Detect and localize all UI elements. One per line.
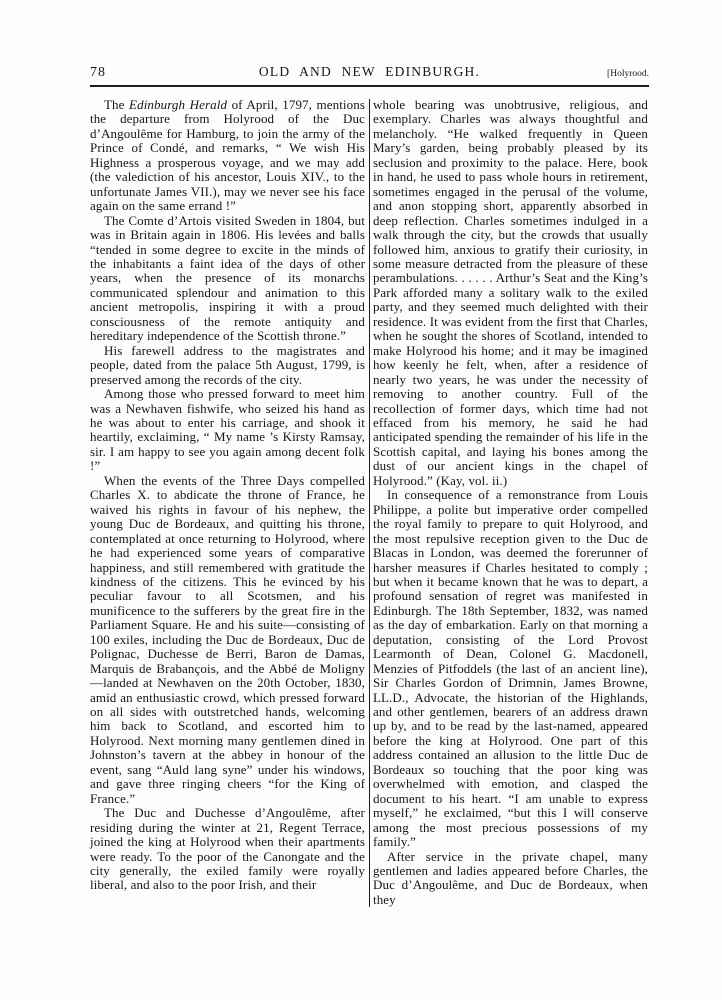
paragraph: After service in the private chapel, man… <box>373 848 648 907</box>
paragraph: His farewell address to the magistrates … <box>90 342 365 387</box>
paragraph: The Edinburgh Herald of April, 1797, men… <box>90 97 365 214</box>
header-rule <box>90 85 649 87</box>
paragraph: Among those who pressed forward to meet … <box>90 386 365 474</box>
paragraph: In consequence of a remonstrance from Lo… <box>373 487 648 850</box>
text-block: 78 OLD AND NEW EDINBURGH. [Holyrood. The… <box>90 64 649 908</box>
paragraph: whole bearing was unobtrusive, religious… <box>373 97 648 488</box>
running-title: OLD AND NEW EDINBURGH. <box>258 64 481 79</box>
page-header: 78 OLD AND NEW EDINBURGH. [Holyrood. <box>90 64 649 81</box>
left-column: The Edinburgh Herald of April, 1797, men… <box>90 97 365 907</box>
two-column-text: The Edinburgh Herald of April, 1797, men… <box>90 97 649 908</box>
paragraph: The Duc and Duchesse d’Angoulême, after … <box>90 805 365 893</box>
column-divider <box>369 99 370 908</box>
paragraph: The Comte d’Artois visited Sweden in 180… <box>90 212 365 344</box>
margin-note: [Holyrood. <box>607 69 649 79</box>
right-column: whole bearing was unobtrusive, religious… <box>373 97 648 907</box>
page-number: 78 <box>90 65 106 80</box>
paragraph: When the events of the Three Days compel… <box>90 472 365 806</box>
